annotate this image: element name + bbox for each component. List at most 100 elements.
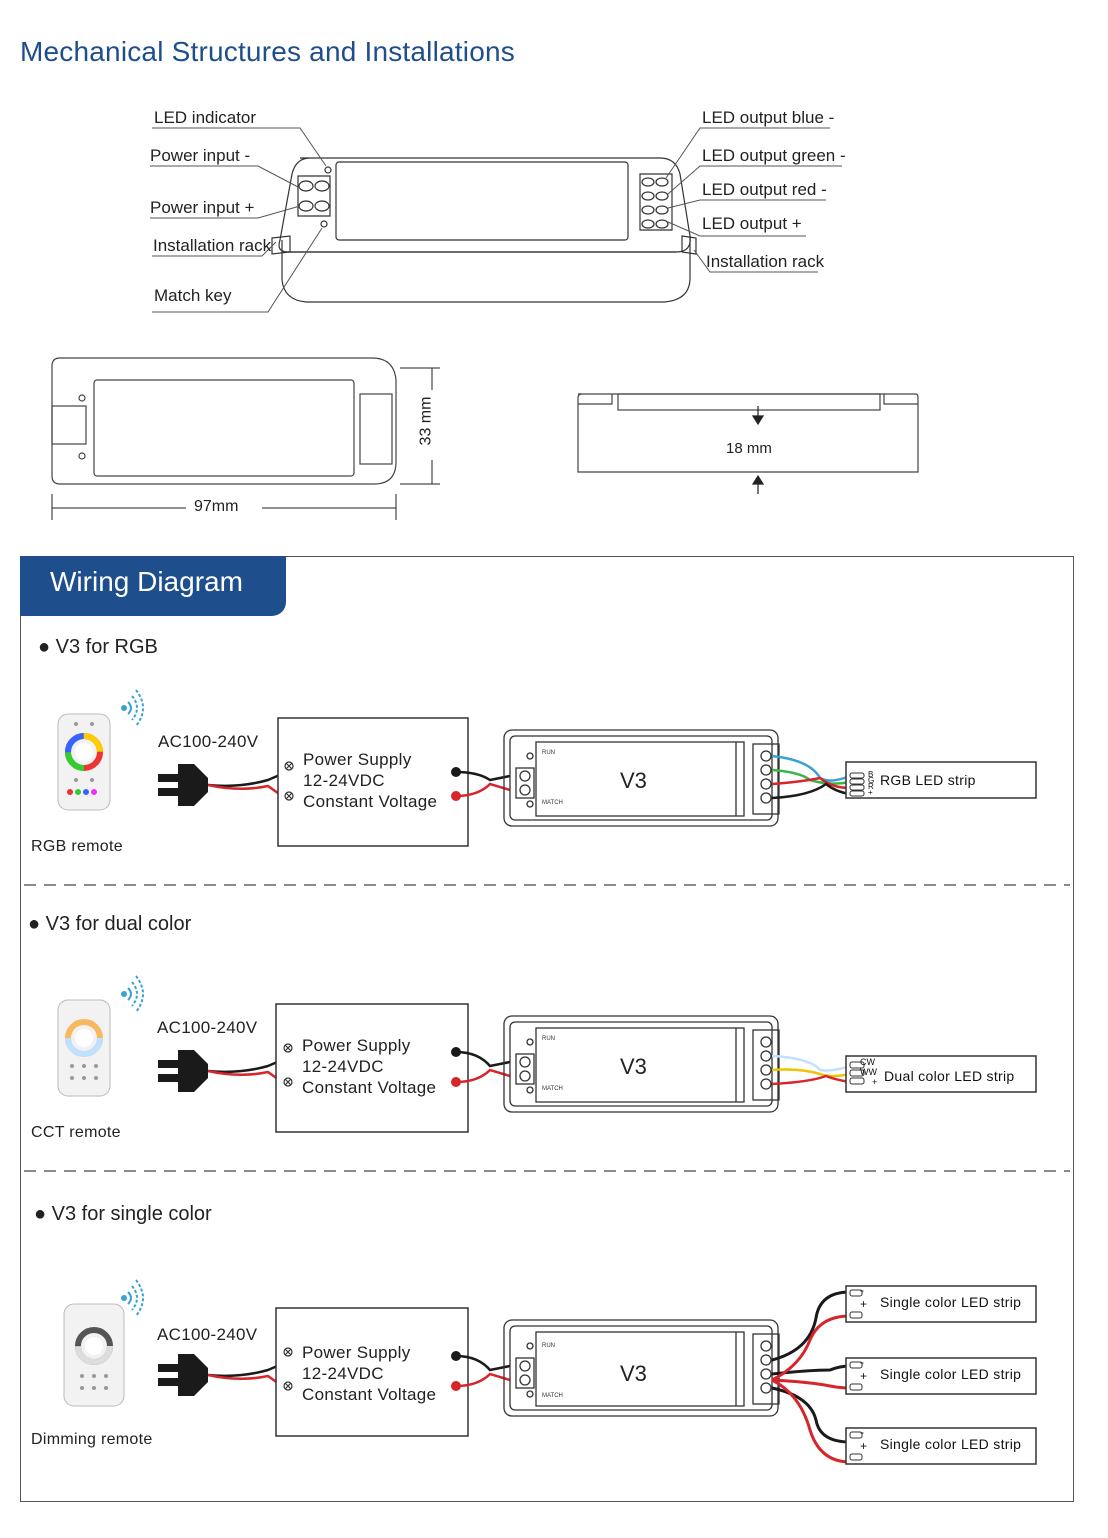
remote-label-dimming: Dimming remote: [31, 1431, 153, 1448]
pin-minus: -: [860, 1283, 864, 1297]
strip-label-rgb: RGB LED strip: [880, 772, 976, 788]
section-title-rgb: ● V3 for RGB: [38, 636, 158, 658]
ac-plug-icon: [158, 764, 208, 806]
pin-plus: +: [860, 1369, 868, 1383]
power-supply-label-rgb: Power Supply 12-24VDC Constant Voltage: [303, 749, 437, 812]
pin-plus: +: [860, 1439, 868, 1453]
dimming-remote-icon: [63, 1303, 125, 1407]
wireless-icon: [121, 975, 144, 1013]
controller-label-rgb: V3: [620, 768, 647, 793]
power-supply-box: [275, 1307, 469, 1437]
single-strip-3-pins: - +: [860, 1425, 867, 1453]
height-arrows: [751, 406, 765, 494]
left-leaders: [150, 127, 327, 313]
callout-power-input-positive: Power input +: [150, 198, 255, 217]
section-title-single-text: V3 for single color: [51, 1203, 212, 1225]
ps-line-1: Power Supply: [302, 1036, 411, 1055]
v3-controller: [503, 1015, 780, 1113]
dimension-width: 33 mm: [417, 396, 435, 446]
pin-minus: -: [860, 1355, 864, 1369]
v3-controller: [503, 729, 780, 827]
ps-line-2: 12-24VDC: [303, 771, 385, 790]
mechanical-drawing: [51, 127, 919, 520]
pin-g: G: [868, 776, 875, 785]
pin-r: R: [868, 782, 874, 791]
controller-run-label-single: RUN: [542, 1343, 555, 1349]
pin-plus: +: [860, 1297, 868, 1311]
controller-run-label-dual: RUN: [542, 1036, 555, 1042]
single-strip-2-pins: - +: [860, 1355, 867, 1383]
pin-plus: +: [868, 788, 873, 797]
power-supply-label-dual: Power Supply 12-24VDC Constant Voltage: [302, 1035, 436, 1098]
ac-label-dual: AC100-240V: [157, 1018, 258, 1037]
strip-label-dual: Dual color LED strip: [884, 1068, 1015, 1084]
pin-plus: +: [872, 1077, 878, 1087]
right-leaders: [665, 127, 842, 273]
callout-match-key: Match key: [154, 286, 232, 305]
ps-line-3: Constant Voltage: [302, 1385, 437, 1404]
single-strip-boxes: [845, 1285, 1037, 1465]
controller-match-label-single: MATCH: [542, 1393, 563, 1399]
ac-plug-icon: [158, 1050, 208, 1092]
wiring-diagram-panel: [20, 556, 1074, 1502]
dual-strip-box: [845, 1055, 1037, 1093]
section-title-single: ● V3 for single color: [34, 1203, 212, 1225]
pin-cw: CW: [860, 1057, 875, 1067]
cct-remote-icon: [57, 999, 111, 1097]
callout-installation-rack-left: Installation rack: [153, 236, 272, 255]
remote-label-rgb: RGB remote: [31, 838, 123, 855]
page-title: Mechanical Structures and Installations: [20, 36, 515, 67]
callout-power-input-negative: Power input -: [150, 146, 251, 165]
controller-match-label-dual: MATCH: [542, 1086, 563, 1092]
callout-led-output-red: LED output red -: [702, 180, 827, 199]
controller-match-label-rgb: MATCH: [542, 800, 563, 806]
device-3d: [271, 157, 697, 303]
ps-line-2: 12-24VDC: [302, 1057, 384, 1076]
controller-run-label-rgb: RUN: [542, 750, 555, 756]
pin-minus: -: [860, 1425, 864, 1439]
wireless-icon: [121, 1279, 144, 1317]
rgb-strip-pins: B G R +: [868, 771, 875, 797]
single-strip-1-pins: - +: [860, 1283, 867, 1311]
separator-1: [24, 884, 1070, 886]
power-supply-box: [277, 717, 469, 847]
strip-label-single-3: Single color LED strip: [880, 1436, 1022, 1452]
section-title-dual-text: V3 for dual color: [45, 913, 192, 935]
v3-controller: [503, 1319, 780, 1417]
ps-line-3: Constant Voltage: [302, 1078, 437, 1097]
power-supply-label-single: Power Supply 12-24VDC Constant Voltage: [302, 1342, 436, 1405]
callout-led-indicator: LED indicator: [154, 108, 257, 127]
dimension-length: 97mm: [194, 498, 239, 515]
dimension-height: 18 mm: [726, 440, 772, 457]
callout-installation-rack-right: Installation rack: [706, 252, 825, 271]
controller-label-dual: V3: [620, 1054, 647, 1079]
strip-label-single-1: Single color LED strip: [880, 1294, 1022, 1310]
ps-line-1: Power Supply: [303, 750, 412, 769]
wiring-single: [63, 1279, 1037, 1465]
side-view: [577, 393, 919, 473]
wiring-title-tab: [20, 556, 286, 616]
wiring-dual: [57, 975, 1037, 1133]
remote-label-cct: CCT remote: [31, 1124, 121, 1141]
separator-2: [24, 1170, 1070, 1172]
dim-lines: [51, 367, 440, 520]
ac-plug-icon: [158, 1354, 208, 1396]
ac-label-single: AC100-240V: [157, 1325, 258, 1344]
ps-line-2: 12-24VDC: [302, 1364, 384, 1383]
section-title-rgb-text: V3 for RGB: [55, 636, 158, 658]
rgb-strip-box: [845, 761, 1037, 799]
callout-led-output-green: LED output green -: [702, 146, 846, 165]
wiring-rgb: [57, 689, 1037, 847]
pin-ww: WW: [860, 1067, 877, 1077]
wiring-title: Wiring Diagram: [50, 566, 243, 597]
strip-label-single-2: Single color LED strip: [880, 1366, 1022, 1382]
controller-label-single: V3: [620, 1361, 647, 1386]
ac-label-rgb: AC100-240V: [158, 732, 259, 751]
ps-line-3: Constant Voltage: [303, 792, 438, 811]
ps-line-1: Power Supply: [302, 1343, 411, 1362]
top-view: [51, 357, 397, 485]
dual-strip-pins: CW WW +: [860, 1057, 877, 1087]
callout-led-output-blue: LED output blue -: [702, 108, 835, 127]
rgb-remote-icon: [57, 713, 111, 811]
callout-led-output-positive: LED output +: [702, 214, 802, 233]
